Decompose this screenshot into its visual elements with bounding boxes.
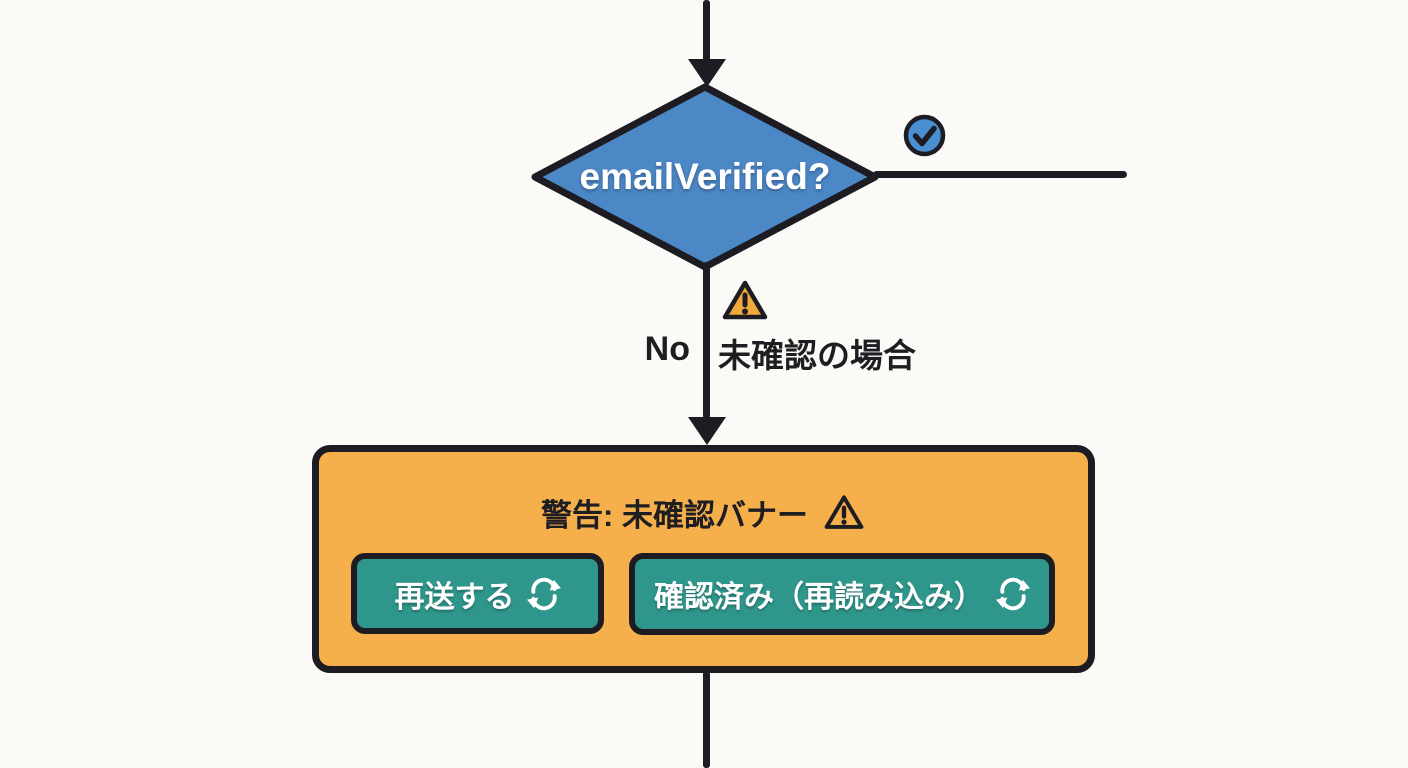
yes-branch-line [873,171,1127,178]
no-label: No [644,330,690,368]
refresh-icon [527,577,561,611]
no-branch-annotation: 未確認の場合 [718,337,916,374]
confirmed-reload-button[interactable]: 確認済み（再読み込み） [629,553,1055,635]
resend-button-label: 再送する [394,580,515,614]
decision-label: emailVerified? [579,156,831,197]
flow-line-top [703,0,710,62]
warning-box-title-row: 警告: 未確認バナー [319,490,1088,535]
confirmed-reload-button-label: 確認済み（再読み込み） [654,581,984,614]
decision-node: emailVerified? [527,79,883,275]
arrowhead-into-warning-box [688,417,726,445]
flow-line-bottom [703,671,710,768]
warning-triangle-outline-icon [824,494,864,529]
refresh-icon [996,577,1030,611]
no-branch-line [703,262,710,419]
resend-button[interactable]: 再送する [351,553,604,634]
warning-box: 警告: 未確認バナー 再送する 確認済み（再読み込み） [312,445,1095,673]
check-circle-icon [903,114,946,157]
arrowhead-into-decision [688,59,726,87]
warning-triangle-icon [722,280,768,320]
warning-box-title: 警告: 未確認バナー [541,498,808,533]
